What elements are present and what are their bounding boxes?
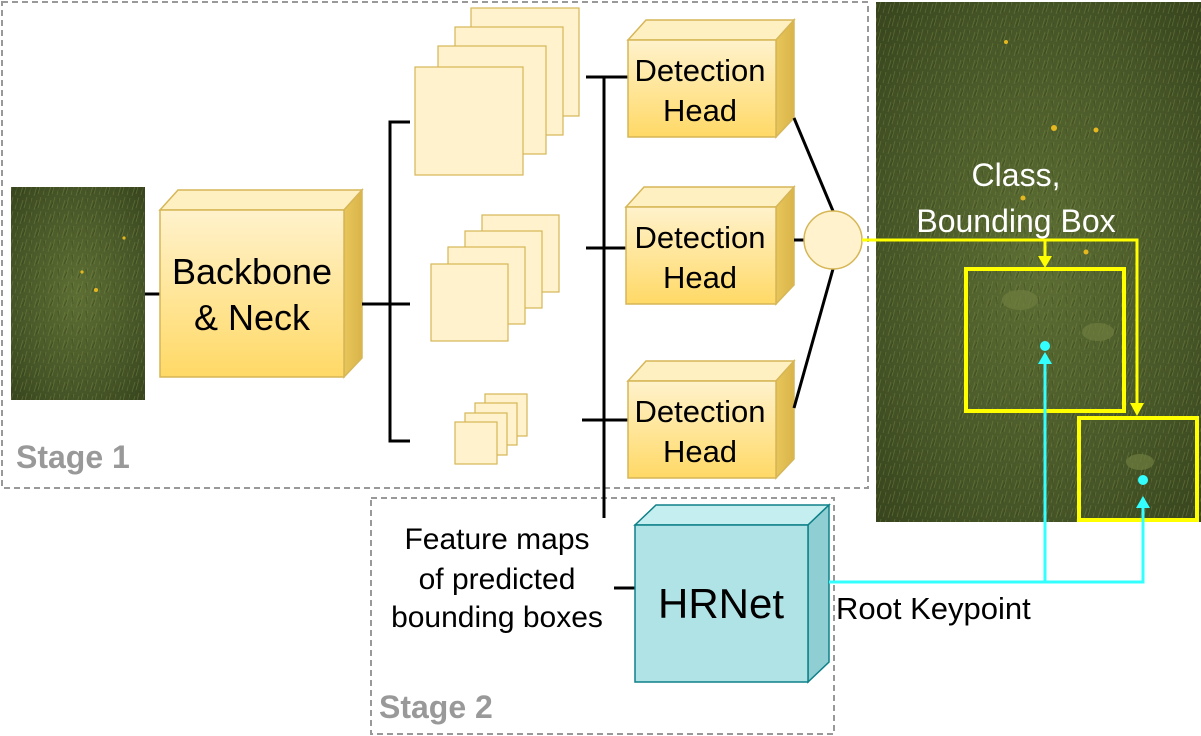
stage2-label: Stage 2 xyxy=(379,689,493,725)
detection-head-1-line1: Detection xyxy=(635,53,766,88)
backbone-label-line2: & Neck xyxy=(194,297,311,338)
detection-head-1: Detection Head xyxy=(626,18,796,139)
detection-head-1-line2: Head xyxy=(663,93,737,128)
keypoint-1 xyxy=(1040,341,1050,351)
keypoint-2 xyxy=(1138,475,1148,485)
feature-maps-caption-line3: bounding boxes xyxy=(391,601,603,634)
class-label-line2: Bounding Box xyxy=(916,203,1115,239)
detection-head-2-line1: Detection xyxy=(635,220,766,255)
backbone-label-line1: Backbone xyxy=(172,251,332,292)
root-keypoint-label: Root Keypoint xyxy=(836,591,1031,626)
feature-bracket xyxy=(388,120,410,443)
detection-head-3-line1: Detection xyxy=(635,394,766,429)
keypoint-arrow xyxy=(829,356,1145,584)
bbox-arrow xyxy=(862,238,1139,404)
hrnet-block: HRNet xyxy=(633,503,831,684)
detection-head-3: Detection Head xyxy=(626,359,796,480)
output-image xyxy=(876,2,1201,522)
backbone-neck-block: Backbone & Neck xyxy=(158,188,364,379)
detection-head-2-line2: Head xyxy=(663,260,737,295)
stage1-label: Stage 1 xyxy=(16,439,130,475)
aggregation-node xyxy=(803,210,863,270)
feature-maps-caption-line2: of predicted xyxy=(419,563,576,596)
class-label-line1: Class, xyxy=(972,157,1061,193)
hrnet-label: HRNet xyxy=(658,580,784,627)
feature-map-stack-medium xyxy=(430,214,560,342)
feature-map-stack-small xyxy=(454,393,528,465)
bbox-2 xyxy=(1077,416,1199,522)
input-image xyxy=(11,187,145,400)
feature-maps-caption-line1: Feature maps xyxy=(404,523,589,556)
feature-map-stack-large xyxy=(414,7,580,176)
detection-head-3-line2: Head xyxy=(663,434,737,469)
stage1-frame xyxy=(1,1,869,489)
detection-head-2: Detection Head xyxy=(624,185,796,306)
